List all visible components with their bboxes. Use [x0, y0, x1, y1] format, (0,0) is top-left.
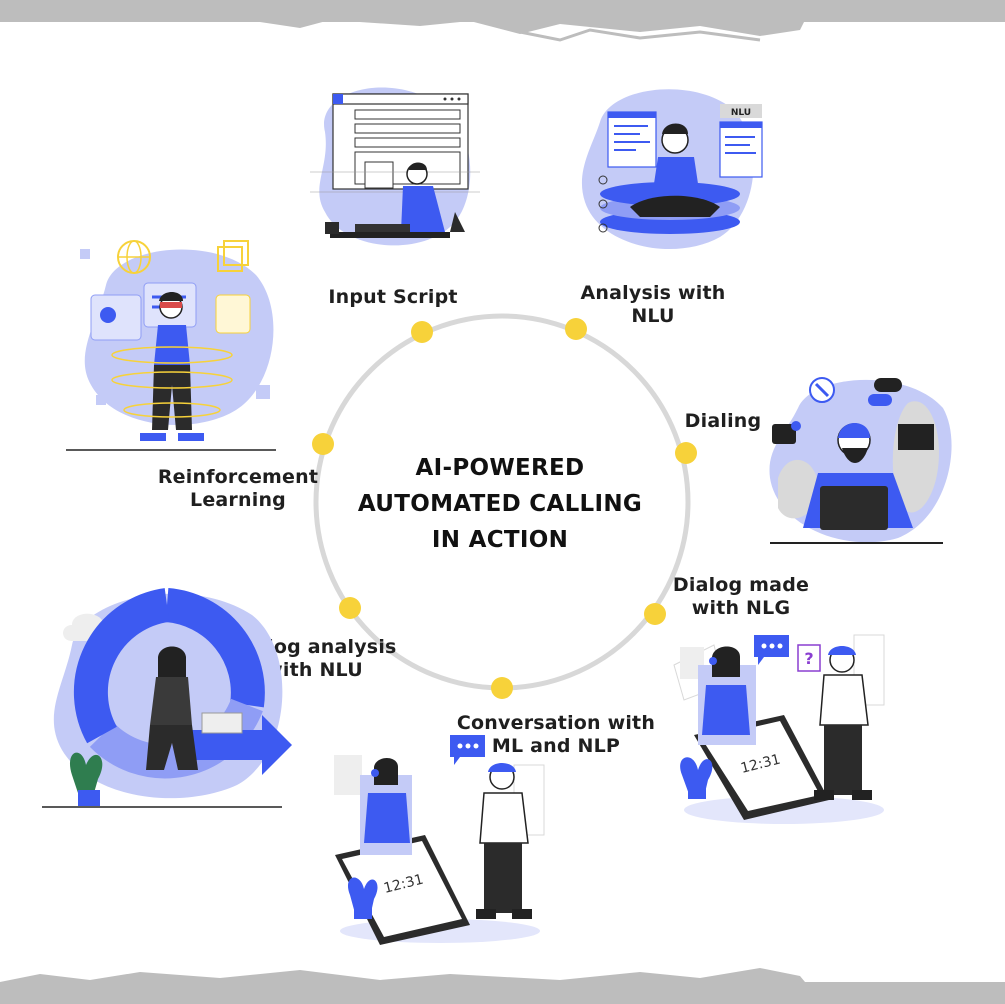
- illustration-reinforcement: [66, 240, 276, 451]
- illustration-dialing: [769, 377, 952, 544]
- illustration-dialog-analysis: [42, 588, 292, 808]
- title-line-3: IN ACTION: [431, 527, 569, 553]
- illustration-input-script: [310, 87, 480, 246]
- svg-text:?: ?: [804, 649, 813, 668]
- node-analysis-nlu: [565, 318, 587, 340]
- label-input-script: Input Script: [328, 286, 458, 308]
- label-analysis-nlu: Analysis with NLU: [580, 282, 726, 327]
- label-dialing: Dialing: [684, 410, 762, 432]
- title-line-1: AI-POWERED: [415, 455, 585, 481]
- nlu-tag-text: NLU: [731, 108, 751, 118]
- top-brush-stroke: [0, 20, 805, 42]
- label-conversation: Conversation with ML and NLP: [456, 712, 656, 757]
- node-conversation: [491, 677, 513, 699]
- title-line-2: AUTOMATED CALLING: [357, 491, 643, 517]
- node-reinforcement: [312, 433, 334, 455]
- node-dialing: [675, 442, 697, 464]
- illustration-analysis-nlu: NLU: [581, 89, 763, 250]
- bottom-border-band: [0, 982, 1005, 1004]
- illustration-dialog-nlg: 12:31 ?: [673, 634, 885, 824]
- bottom-brush-stroke: [0, 968, 805, 982]
- label-dialog-nlg: Dialog made with NLG: [672, 574, 810, 619]
- node-dialog-analysis: [339, 597, 361, 619]
- diagram-title: AI-POWERED AUTOMATED CALLING IN ACTION: [330, 450, 670, 558]
- illustration-conversation: 12:31: [334, 735, 545, 945]
- label-reinforcement: Reinforcement Learning: [157, 466, 319, 511]
- node-input-script: [411, 321, 433, 343]
- node-dialog-nlg: [644, 603, 666, 625]
- top-border-band: [0, 0, 1005, 22]
